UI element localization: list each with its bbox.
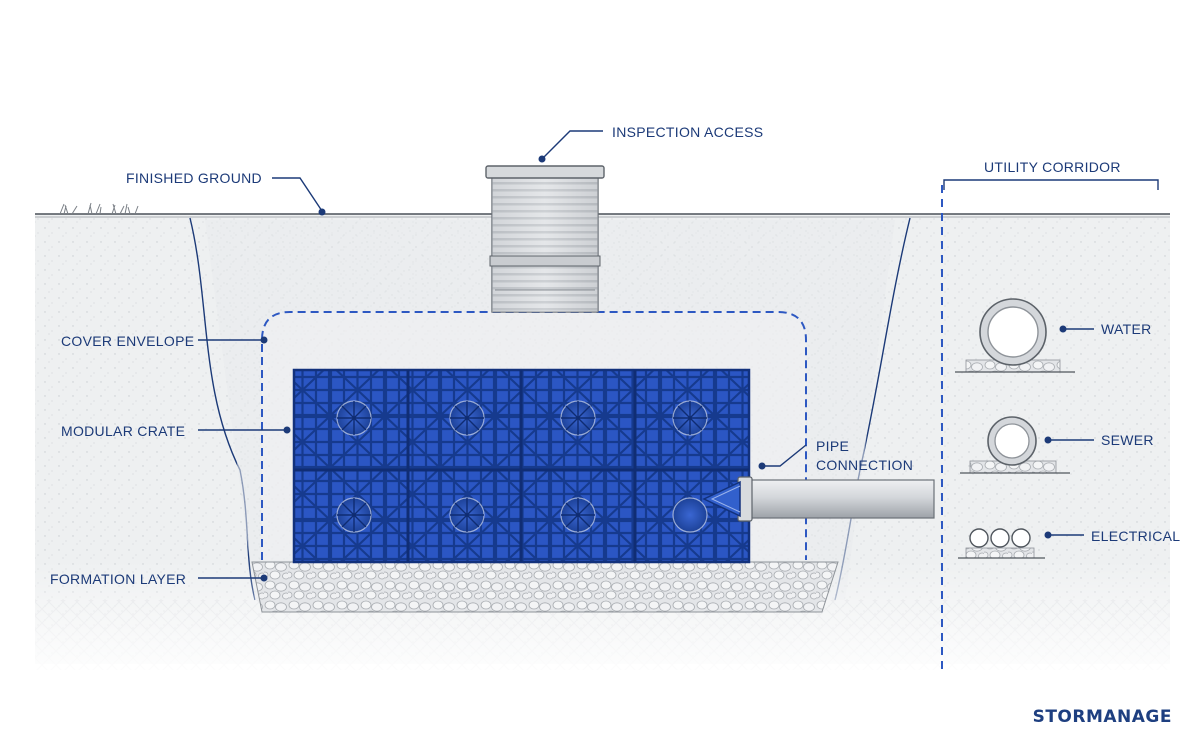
modular-crate: [292, 368, 751, 564]
formation-layer: [251, 561, 839, 613]
label-pipe-connection-line2: CONNECTION: [816, 457, 913, 473]
label-pipe-connection-line1: PIPE: [816, 438, 849, 454]
label-electrical: ELECTRICAL: [1091, 528, 1180, 544]
grass-tufts: [59, 202, 139, 215]
electrical-conduits: [958, 528, 1045, 559]
label-sewer: SEWER: [1101, 432, 1154, 448]
ground-surface: [35, 202, 1170, 218]
label-cover-envelope: COVER ENVELOPE: [61, 333, 194, 349]
text-labels: FINISHED GROUND INSPECTION ACCESS COVER …: [50, 124, 1180, 587]
brand-logo: STORMANAGE: [1033, 707, 1172, 727]
label-water: WATER: [1101, 321, 1152, 337]
inspection-shaft: [485, 165, 605, 313]
water-pipe: [955, 298, 1075, 373]
label-modular-crate: MODULAR CRATE: [61, 423, 185, 439]
label-inspection-access: INSPECTION ACCESS: [612, 124, 763, 140]
label-formation-layer: FORMATION LAYER: [50, 571, 186, 587]
label-utility-corridor: UTILITY CORRIDOR: [984, 159, 1121, 175]
outlet-pipe: [702, 476, 935, 522]
leader-lines: [198, 130, 1094, 582]
utility-corridor: [941, 179, 1159, 675]
sewer-pipe: [960, 416, 1070, 474]
label-finished-ground: FINISHED GROUND: [126, 170, 262, 186]
